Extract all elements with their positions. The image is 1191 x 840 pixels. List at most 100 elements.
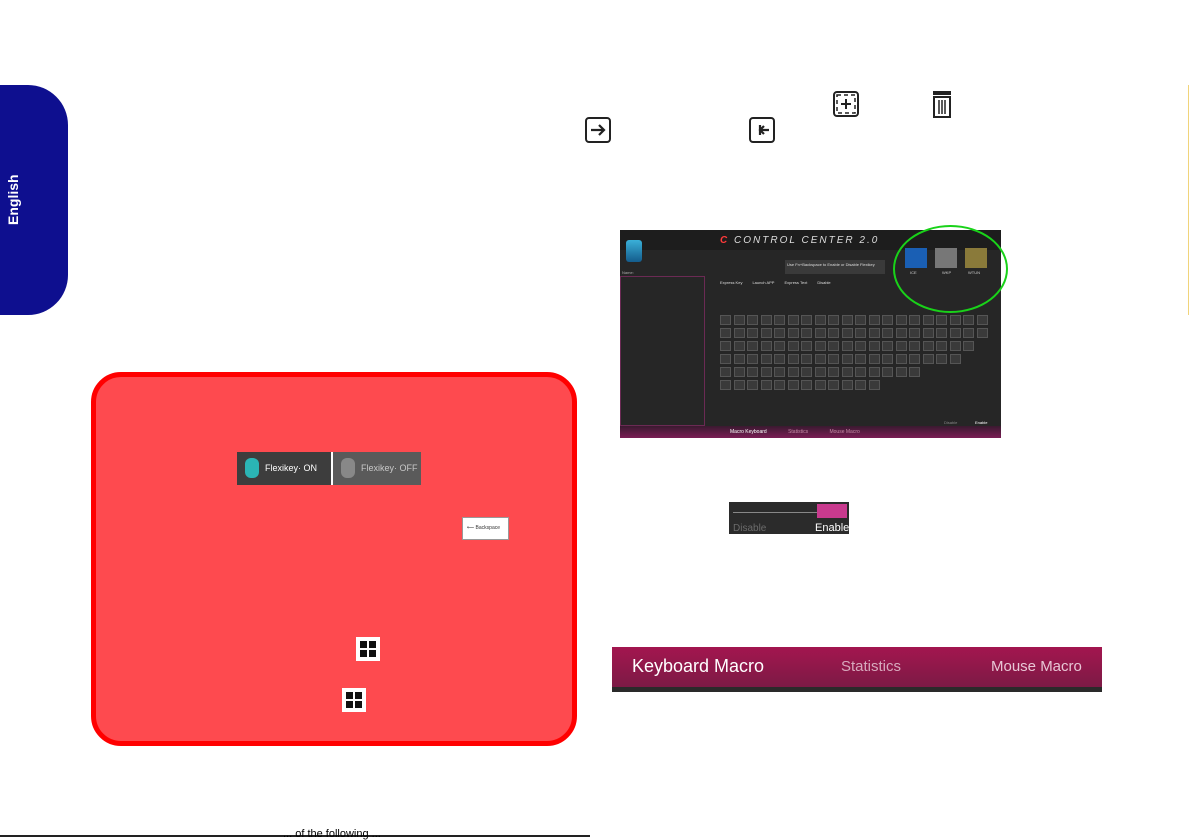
arrow-left-icon	[758, 125, 769, 135]
keyboard-key	[760, 341, 772, 351]
keyboard-key	[936, 354, 947, 364]
flexikey-off-label: Flexikey· OFF	[361, 463, 418, 473]
keyboard-key	[868, 380, 880, 390]
keyboard-key	[747, 341, 758, 351]
cc-slider-disable: Disable	[944, 420, 958, 425]
keyboard-key	[747, 380, 758, 390]
keyboard-key	[733, 354, 745, 364]
keyboard-key	[841, 367, 853, 377]
keyboard-key	[949, 354, 961, 364]
keyboard-key	[895, 315, 907, 325]
keyboard-key	[787, 315, 799, 325]
highlight-circle	[893, 225, 1008, 313]
keyboard-key	[855, 380, 866, 390]
keyboard-key	[868, 315, 880, 325]
tab-mouse-macro[interactable]: Mouse Macro	[991, 658, 1082, 675]
keyboard-key	[814, 354, 826, 364]
keyboard-key	[909, 315, 920, 325]
cc-hint: Use Fn+Backspace to Enable or Disable Fl…	[785, 260, 885, 274]
keyboard-key	[976, 315, 988, 325]
keyboard-key	[787, 354, 799, 364]
add-macro-icon[interactable]	[833, 91, 859, 117]
keyboard-key	[841, 380, 853, 390]
cc-tab-macro-keyboard[interactable]: Macro Keyboard	[730, 429, 767, 435]
cc-keyboard	[720, 315, 992, 395]
export-icon[interactable]	[585, 117, 611, 143]
delete-icon[interactable]	[930, 90, 954, 118]
flexikey-slider[interactable]: Disable Enable	[729, 502, 849, 534]
backspace-key: ⟵ Backspace	[462, 517, 509, 540]
cc-left-panel	[620, 276, 705, 426]
keyboard-key	[895, 328, 907, 338]
windows-key-icon	[356, 637, 380, 661]
bottom-rule	[0, 835, 590, 837]
keyboard-key	[841, 328, 853, 338]
keyboard-key	[774, 341, 785, 351]
keyboard-key	[733, 367, 745, 377]
macro-tab-bar: Keyboard Macro Statistics Mouse Macro	[612, 647, 1102, 692]
note-box	[91, 372, 577, 746]
tab-statistics[interactable]: Statistics	[841, 658, 902, 675]
keyboard-key	[855, 328, 866, 338]
mode-express-text[interactable]: Express Text	[784, 280, 808, 285]
import-icon[interactable]	[749, 117, 775, 143]
keyboard-key	[909, 367, 920, 377]
keyboard-key	[760, 328, 772, 338]
keyboard-key	[733, 315, 745, 325]
trash-icon	[933, 91, 951, 118]
keyboard-key	[963, 315, 974, 325]
keyboard-key	[720, 380, 731, 390]
keyboard-key	[814, 341, 826, 351]
keyboard-key	[963, 328, 974, 338]
cc-tab-mouse-macro[interactable]: Mouse Macro	[829, 429, 860, 435]
keyboard-key	[882, 315, 893, 325]
keyboard-key	[882, 367, 893, 377]
right-margin-rule	[1188, 85, 1189, 315]
keyboard-key	[814, 380, 826, 390]
keyboard-key	[814, 315, 826, 325]
keyboard-key	[909, 341, 920, 351]
keyboard-key	[760, 367, 772, 377]
keyboard-key	[760, 354, 772, 364]
slider-enable-label: Enable	[815, 522, 850, 534]
bottom-cut-text: ... of the following ...	[283, 828, 381, 840]
slider-disable-label: Disable	[733, 523, 767, 534]
language-side-tab-label: English	[5, 174, 21, 226]
keyboard-key	[855, 341, 866, 351]
keyboard-key	[747, 354, 758, 364]
cc-title: C CONTROL CENTER 2.0	[720, 235, 880, 246]
keyboard-key	[909, 328, 920, 338]
mode-disable[interactable]: Disable	[817, 280, 831, 285]
keyboard-key	[882, 354, 893, 364]
keyboard-key	[720, 367, 731, 377]
mode-launch-app[interactable]: Launch APP	[752, 280, 775, 285]
cc-bottom-tabs: Macro Keyboard Statistics Mouse Macro	[730, 429, 860, 435]
keyboard-key	[855, 315, 866, 325]
keyboard-key	[828, 328, 839, 338]
keyboard-key	[828, 354, 839, 364]
keyboard-key	[828, 341, 839, 351]
keyboard-key	[868, 354, 880, 364]
flexikey-app-icon	[626, 240, 642, 262]
keyboard-key	[787, 380, 799, 390]
keyboard-key	[855, 354, 866, 364]
keyboard-key	[760, 380, 772, 390]
keyboard-key	[922, 328, 934, 338]
keyboard-key	[774, 315, 785, 325]
keyboard-key	[895, 367, 907, 377]
keyboard-key	[895, 354, 907, 364]
keyboard-key	[774, 354, 785, 364]
keyboard-key	[747, 328, 758, 338]
tab-keyboard-macro[interactable]: Keyboard Macro	[632, 656, 765, 676]
cc-tab-statistics[interactable]: Statistics	[788, 429, 809, 435]
keyboard-key	[801, 367, 812, 377]
flexikey-off-badge: Flexikey· OFF	[333, 452, 421, 485]
keyboard-key	[922, 341, 934, 351]
keyboard-key	[882, 341, 893, 351]
keyboard-key	[841, 341, 853, 351]
keyboard-key	[949, 341, 961, 351]
flexikey-on-label: Flexikey· ON	[265, 463, 318, 473]
mode-express-key[interactable]: Express Key	[720, 280, 743, 285]
slider-knob[interactable]	[817, 504, 847, 518]
keyboard-key	[720, 328, 731, 338]
